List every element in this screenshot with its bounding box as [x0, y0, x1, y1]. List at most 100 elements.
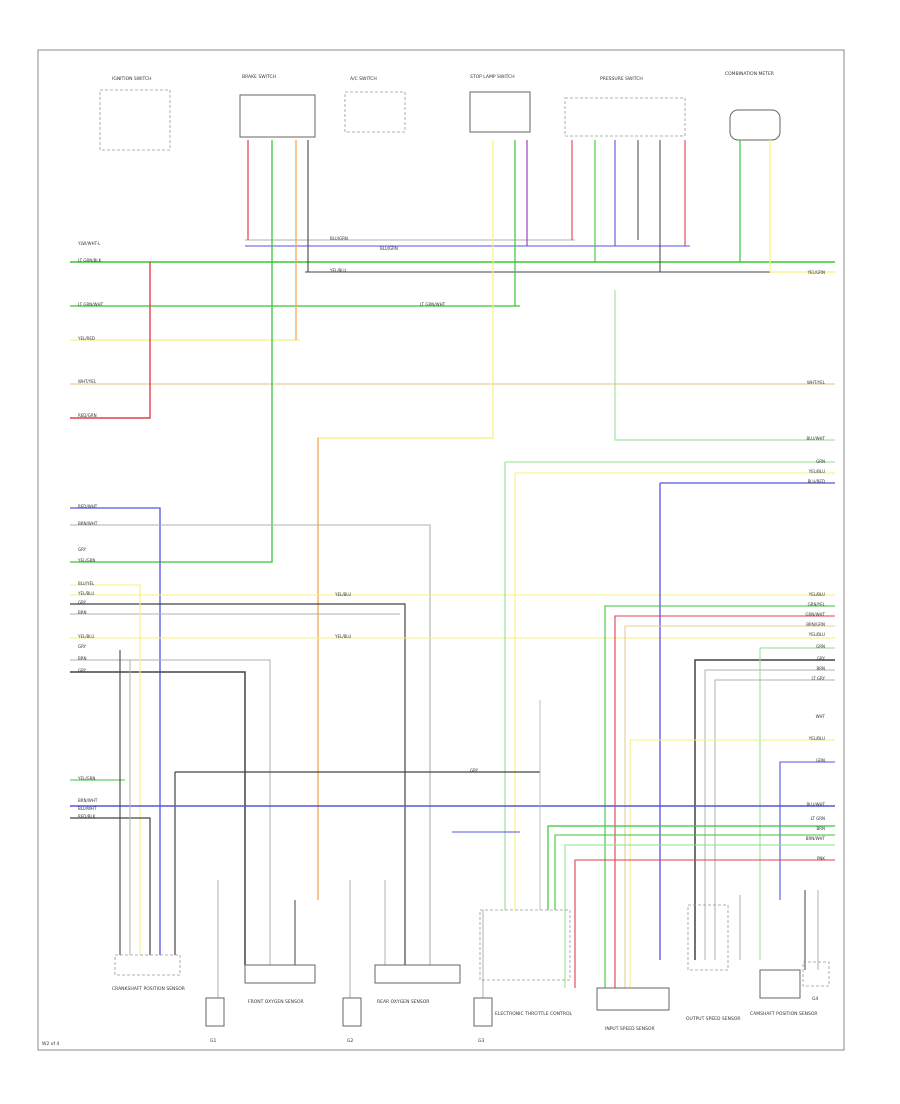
left-label: GRY: [78, 644, 87, 649]
mid-label: LT GRN/WHT: [420, 302, 446, 307]
front-oxygen-sensor: FRONT OXYGEN SENSOR: [244, 964, 316, 1005]
left-label: GRY: [78, 668, 87, 673]
mid-label: BLU/GRN: [380, 246, 398, 251]
right-label: WHT/YEL: [807, 380, 826, 385]
left-label: YLW/WHT-L: [77, 241, 101, 246]
wire-brn-wht-r: [564, 844, 835, 988]
left-label: YEL/GRN: [77, 776, 95, 781]
comp-label: CAMSHAFT POSITION SENSOR: [750, 1011, 818, 1017]
diagram-frame: [37, 49, 845, 1051]
left-label: BLU/WHT: [78, 806, 97, 811]
right-label: YEL/BLU: [808, 632, 825, 637]
right-label: BRN: [816, 666, 825, 671]
pressure-switch: PRESSURE SWITCH: [564, 76, 686, 137]
left-label: BLU/YEL: [78, 581, 95, 586]
left-label: BRN/WHT: [78, 521, 98, 526]
right-label: GRN/YEL: [808, 602, 826, 607]
left-label: YEL/RED: [77, 336, 95, 341]
crankshaft-position-sensor: CRANKSHAFT POSITION SENSOR: [112, 954, 185, 992]
wire-blu-yel: [70, 584, 141, 955]
ground-label: G1: [210, 1038, 216, 1044]
combination-meter: COMBINATION METER: [725, 71, 781, 141]
wires-group: [70, 140, 835, 998]
right-label: PNK: [817, 856, 825, 861]
right-label: YEL/BLU: [808, 592, 825, 597]
left-label: GRY: [78, 600, 87, 605]
left-label: RED/BLK: [78, 814, 96, 819]
right-label: YEL/BLU: [808, 469, 825, 474]
wire-pnk: [574, 859, 835, 988]
ground-connector: [802, 961, 830, 987]
ac-switch-label: A/C SWITCH: [350, 76, 377, 82]
left-label: LT GRN/WHT: [78, 302, 104, 307]
right-label: LT GRY: [812, 676, 826, 681]
left-label: GRY: [78, 547, 87, 552]
wire-brn-wht: [70, 524, 431, 965]
ac-switch: A/C SWITCH: [344, 76, 406, 133]
mid-label: YEL/BLU: [329, 268, 346, 273]
stop-lamp-switch-label: STOP LAMP SWITCH: [470, 74, 515, 80]
wire-pressure-out: [614, 290, 835, 441]
left-label: WHT/YEL: [78, 379, 97, 384]
wire-red-wht: [70, 507, 161, 955]
left-label: RED/WHT: [78, 504, 98, 509]
mid-label: YEL/BLU: [334, 634, 351, 639]
right-label: WHT: [816, 714, 826, 719]
right-label: YEL/GRN: [807, 270, 825, 275]
wire-brake-grn: [70, 140, 273, 563]
ground-connector: [473, 997, 493, 1027]
ground-label: G4: [812, 996, 818, 1002]
electronic-throttle-control: ELECTRONIC THROTTLE CONTROL: [479, 909, 572, 1017]
output-speed-sensor: OUTPUT SPEED SENSOR: [686, 904, 741, 1022]
wire-grn-yel: [604, 605, 835, 988]
mid-label: GRY: [470, 768, 479, 773]
pressure-switch-label: PRESSURE SWITCH: [600, 76, 643, 82]
wire-gry-mid: [70, 603, 406, 965]
camshaft-position-sensor: CAMSHAFT POSITION SENSOR: [750, 969, 818, 1017]
comp-label: OUTPUT SPEED SENSOR: [686, 1016, 741, 1022]
right-label: BRN/WHT: [806, 836, 826, 841]
right-label: GRN: [816, 758, 825, 763]
ignition-switch: IGNITION SWITCH: [99, 76, 171, 151]
comp-label: INPUT SPEED SENSOR: [605, 1026, 655, 1032]
wire-brn-r2: [554, 834, 835, 910]
wire-grn-r: [759, 647, 835, 960]
mid-label: BLU/GRN: [330, 236, 348, 241]
wire-ltgry-r: [714, 679, 835, 960]
right-label: GRN/WHT: [805, 612, 825, 617]
wire-gry-low: [70, 671, 246, 965]
input-speed-sensor: INPUT SPEED SENSOR: [596, 987, 670, 1032]
left-wire-labels: YLW/WHT-L LT GRN/BLK LT GRN/WHT YEL/RED …: [77, 241, 104, 819]
ground-label: G3: [478, 1038, 484, 1044]
brake-switch-label: BRAKE SWITCH: [242, 74, 276, 80]
left-label: BRN: [78, 656, 87, 661]
wire-yel-blu-r: [629, 739, 835, 988]
ground-label: G2: [347, 1038, 353, 1044]
ground-connector: [342, 997, 362, 1027]
rear-oxygen-sensor: REAR OXYGEN SENSOR: [374, 964, 461, 1005]
ground-connector: [205, 997, 225, 1027]
brake-switch: BRAKE SWITCH: [239, 74, 316, 138]
left-label: RED/GRN: [78, 413, 97, 418]
mid-wire-labels: BLU/GRN BLU/GRN YEL/BLU LT GRN/WHT YEL/B…: [329, 236, 479, 773]
stop-lamp-switch: STOP LAMP SWITCH: [469, 74, 531, 133]
left-label: YEL/BLU: [77, 634, 94, 639]
left-label: BRN/WHT: [78, 798, 98, 803]
wire-ltgrn-r: [547, 825, 835, 910]
page-id: W2 of 4: [42, 1041, 60, 1047]
wire-brn-r: [704, 669, 835, 960]
mid-label: YEL/BLU: [334, 592, 351, 597]
wire-red-grn: [70, 262, 151, 419]
right-label: BRN: [816, 826, 825, 831]
wire-brn-grn: [624, 625, 835, 988]
wire-grn-r2: [779, 761, 835, 900]
comp-label: ELECTRONIC THROTTLE CONTROL: [495, 1011, 572, 1017]
right-label: BRN/GRN: [806, 622, 825, 627]
right-wire-labels: YEL/GRN WHT/YEL BLU/WHT GRN YEL/BLU BLU/…: [805, 270, 825, 861]
wire-gry-r: [694, 659, 835, 960]
wire-grn-wht: [614, 615, 835, 988]
combination-meter-label: COMBINATION METER: [725, 71, 774, 77]
left-label: LT GRN/BLK: [78, 258, 102, 263]
